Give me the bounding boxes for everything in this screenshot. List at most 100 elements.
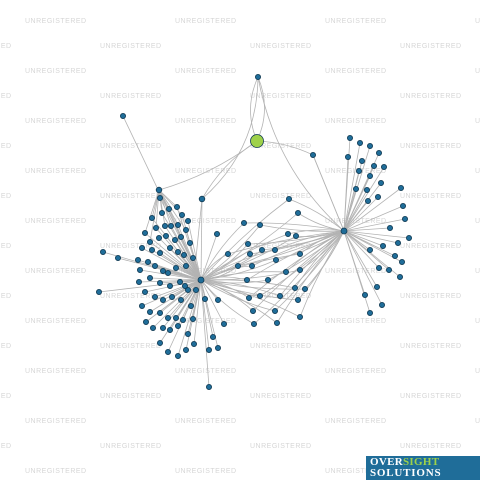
graph-node[interactable]	[146, 274, 153, 281]
graph-node[interactable]	[366, 246, 373, 253]
graph-node[interactable]	[377, 179, 384, 186]
graph-node[interactable]	[366, 142, 373, 149]
hub-node[interactable]	[197, 276, 205, 284]
graph-node[interactable]	[375, 149, 382, 156]
graph-node[interactable]	[394, 239, 401, 246]
graph-node[interactable]	[256, 292, 263, 299]
graph-node[interactable]	[398, 258, 405, 265]
graph-node[interactable]	[156, 249, 163, 256]
graph-node[interactable]	[135, 278, 142, 285]
graph-node[interactable]	[282, 268, 289, 275]
graph-node[interactable]	[164, 269, 171, 276]
graph-node[interactable]	[166, 326, 173, 333]
graph-node[interactable]	[214, 344, 221, 351]
graph-node[interactable]	[177, 296, 184, 303]
graph-node[interactable]	[165, 205, 172, 212]
graph-node[interactable]	[180, 251, 187, 258]
graph-node[interactable]	[355, 167, 362, 174]
graph-node[interactable]	[356, 139, 363, 146]
graph-node[interactable]	[380, 163, 387, 170]
graph-node[interactable]	[309, 151, 316, 158]
graph-node[interactable]	[385, 266, 392, 273]
graph-node[interactable]	[184, 217, 191, 224]
graph-node[interactable]	[100, 248, 107, 255]
graph-node[interactable]	[148, 214, 155, 221]
graph-node[interactable]	[189, 254, 196, 261]
graph-node[interactable]	[272, 256, 279, 263]
graph-node[interactable]	[271, 307, 278, 314]
graph-node[interactable]	[291, 284, 298, 291]
graph-node[interactable]	[164, 314, 171, 321]
graph-node[interactable]	[273, 319, 280, 326]
graph-node[interactable]	[370, 162, 377, 169]
graph-node[interactable]	[366, 309, 373, 316]
graph-node[interactable]	[138, 244, 145, 251]
graph-node[interactable]	[141, 229, 148, 236]
graph-node[interactable]	[156, 194, 163, 201]
graph-node[interactable]	[172, 314, 179, 321]
graph-node[interactable]	[149, 324, 156, 331]
graph-node[interactable]	[294, 209, 301, 216]
graph-node[interactable]	[258, 246, 265, 253]
graph-node[interactable]	[276, 292, 283, 299]
graph-node[interactable]	[189, 315, 196, 322]
graph-node[interactable]	[159, 324, 166, 331]
graph-node[interactable]	[192, 286, 199, 293]
hub-node[interactable]	[340, 227, 348, 235]
graph-node[interactable]	[151, 293, 158, 300]
graph-node[interactable]	[248, 262, 255, 269]
graph-node[interactable]	[294, 296, 301, 303]
graph-node[interactable]	[179, 316, 186, 323]
graph-node[interactable]	[152, 224, 159, 231]
graph-node[interactable]	[186, 239, 193, 246]
graph-node[interactable]	[168, 293, 175, 300]
graph-node[interactable]	[366, 172, 373, 179]
graph-node[interactable]	[346, 134, 353, 141]
graph-node[interactable]	[246, 250, 253, 257]
graph-node[interactable]	[167, 222, 174, 229]
graph-node[interactable]	[182, 262, 189, 269]
graph-node[interactable]	[176, 278, 183, 285]
graph-node[interactable]	[96, 288, 103, 295]
graph-node[interactable]	[178, 211, 185, 218]
graph-node[interactable]	[156, 309, 163, 316]
hub-node[interactable]	[198, 195, 206, 203]
graph-node[interactable]	[144, 258, 151, 265]
graph-node[interactable]	[146, 308, 153, 315]
graph-node[interactable]	[161, 222, 168, 229]
graph-node[interactable]	[115, 254, 122, 261]
graph-node[interactable]	[136, 266, 143, 273]
graph-node[interactable]	[190, 340, 197, 347]
graph-node[interactable]	[374, 193, 381, 200]
hub-node[interactable]	[155, 186, 163, 194]
graph-node[interactable]	[158, 209, 165, 216]
graph-node[interactable]	[138, 302, 145, 309]
graph-node[interactable]	[159, 267, 166, 274]
graph-node[interactable]	[344, 153, 351, 160]
graph-node[interactable]	[358, 157, 365, 164]
graph-node[interactable]	[156, 279, 163, 286]
graph-node[interactable]	[373, 283, 380, 290]
graph-node[interactable]	[401, 215, 408, 222]
graph-node[interactable]	[174, 322, 181, 329]
graph-node[interactable]	[243, 276, 250, 283]
graph-node[interactable]	[151, 262, 158, 269]
graph-node[interactable]	[244, 240, 251, 247]
graph-node[interactable]	[271, 246, 278, 253]
graph-node[interactable]	[156, 339, 163, 346]
graph-node[interactable]	[182, 226, 189, 233]
graph-node[interactable]	[396, 273, 403, 280]
graph-node[interactable]	[296, 250, 303, 257]
graph-node[interactable]	[292, 232, 299, 239]
graph-node[interactable]	[184, 286, 191, 293]
graph-node[interactable]	[172, 264, 179, 271]
graph-node[interactable]	[213, 230, 220, 237]
graph-node[interactable]	[301, 285, 308, 292]
graph-node[interactable]	[162, 232, 169, 239]
graph-node[interactable]	[174, 248, 181, 255]
graph-node[interactable]	[184, 330, 191, 337]
graph-node[interactable]	[164, 348, 171, 355]
graph-node[interactable]	[166, 282, 173, 289]
graph-node[interactable]	[399, 202, 406, 209]
graph-node[interactable]	[284, 230, 291, 237]
